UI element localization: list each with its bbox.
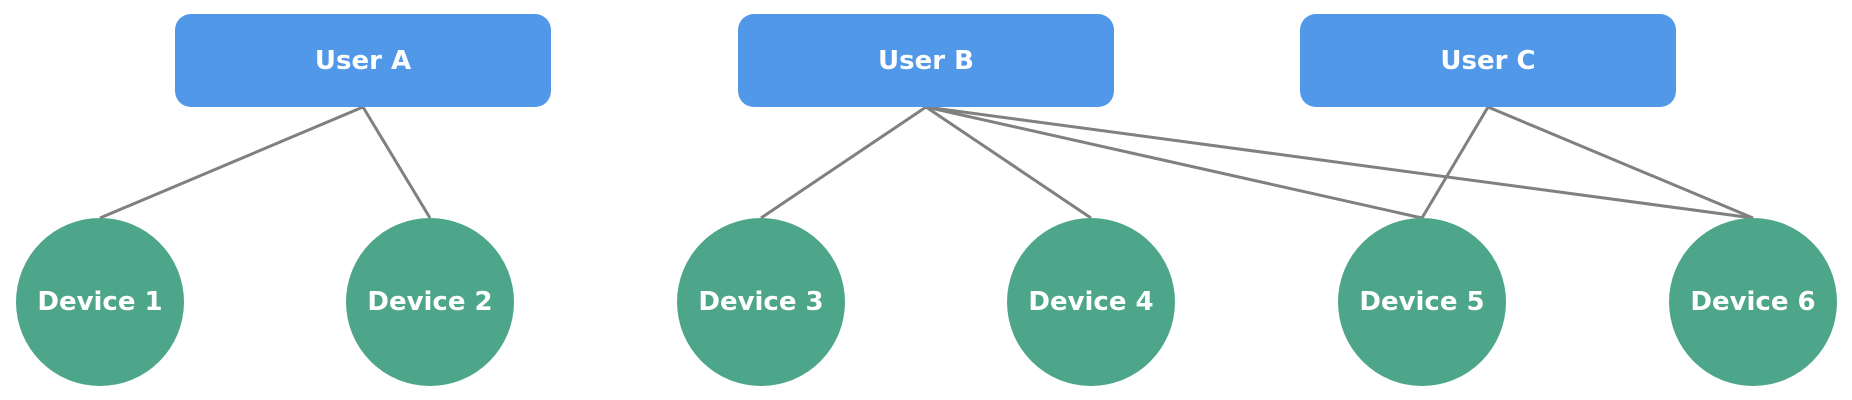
device-node-4: Device 4: [1007, 218, 1175, 386]
device-node-5: Device 5: [1338, 218, 1506, 386]
device-node-label: Device 5: [1359, 287, 1485, 317]
edge-user-a-device-2: [361, 106, 432, 219]
device-node-6: Device 6: [1669, 218, 1837, 386]
device-node-label: Device 4: [1028, 287, 1154, 317]
edge-user-a-device-1: [99, 105, 364, 220]
user-node-label: User A: [314, 45, 412, 76]
user-node-a: User A: [175, 14, 551, 107]
edge-user-c-device-5: [1420, 106, 1490, 219]
user-node-c: User C: [1300, 14, 1676, 107]
edge-user-b-device-4: [925, 105, 1092, 220]
user-node-b: User B: [738, 14, 1114, 107]
device-node-label: Device 6: [1690, 287, 1816, 317]
device-node-label: Device 1: [37, 287, 163, 317]
edge-user-c-device-6: [1487, 105, 1754, 220]
device-node-label: Device 2: [367, 287, 493, 317]
device-node-3: Device 3: [677, 218, 845, 386]
edge-user-b-device-3: [760, 105, 927, 220]
user-node-label: User B: [878, 45, 974, 76]
device-node-2: Device 2: [346, 218, 514, 386]
device-node-1: Device 1: [16, 218, 184, 386]
edge-user-b-device-5: [925, 105, 1423, 220]
device-node-label: Device 3: [698, 287, 824, 317]
user-node-label: User C: [1440, 45, 1536, 76]
edge-user-b-device-6: [925, 105, 1754, 220]
